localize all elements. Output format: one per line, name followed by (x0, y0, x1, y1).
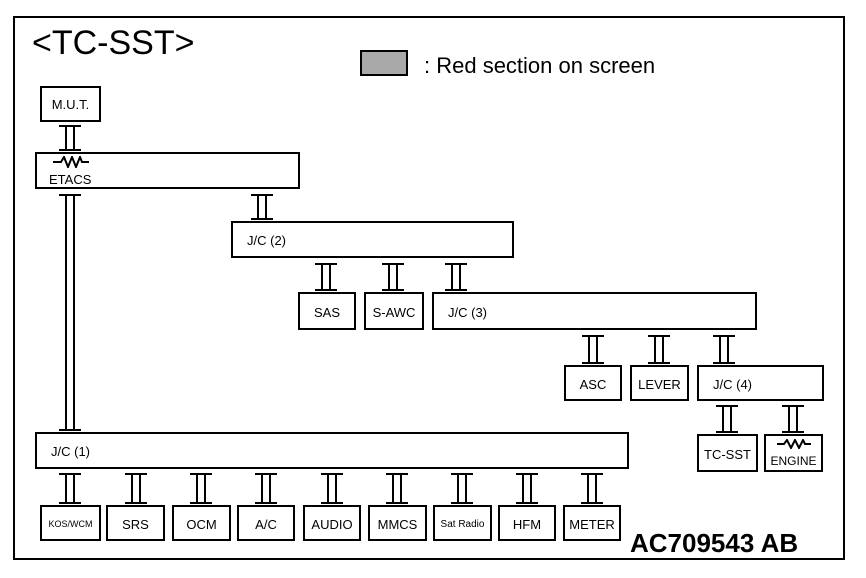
diagram-title: <TC-SST> (32, 24, 195, 62)
node-ocm: OCM (172, 505, 231, 541)
node-lever: LEVER (630, 365, 689, 401)
document-id: AC709543 AB (630, 528, 799, 558)
node-etacs: ETACS (35, 152, 300, 189)
resistor-icon (53, 156, 89, 168)
diagram-frame (13, 16, 845, 560)
node-sawc: S-AWC (364, 292, 424, 330)
node-hfm: HFM (498, 505, 556, 541)
node-mmcs: MMCS (368, 505, 427, 541)
node-engine: ENGINE (764, 434, 823, 472)
node-asc: ASC (564, 365, 622, 401)
node-srs: SRS (106, 505, 165, 541)
legend-swatch (360, 50, 408, 76)
resistor-icon (777, 439, 811, 449)
node-audio: AUDIO (303, 505, 361, 541)
node-ac: A/C (237, 505, 295, 541)
node-satradio: Sat Radio (433, 505, 492, 541)
node-tcsst: TC-SST (697, 434, 758, 472)
node-jc2: J/C (2) (231, 221, 514, 258)
node-koswcm: KOS/WCM (40, 505, 101, 541)
node-jc1: J/C (1) (35, 432, 629, 469)
node-sas: SAS (298, 292, 356, 330)
node-jc3: J/C (3) (432, 292, 757, 330)
legend-text: : Red section on screen (424, 53, 656, 78)
node-mut: M.U.T. (40, 86, 101, 122)
node-meter: METER (563, 505, 621, 541)
node-jc4: J/C (4) (697, 365, 824, 401)
